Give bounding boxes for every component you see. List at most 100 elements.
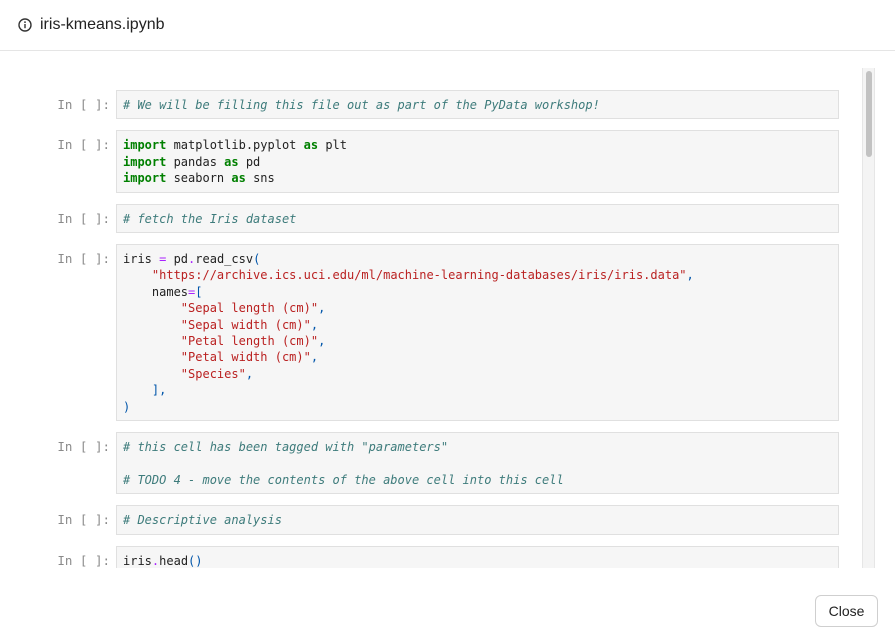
code-line: iris = pd.read_csv( [123,251,832,267]
code-token: , [686,268,694,283]
code-line: "Petal width (cm)", [123,349,832,365]
code-line: # this cell has been tagged with "parame… [123,439,832,455]
code-token: as [231,171,246,186]
dialog-header: iris-kmeans.ipynb [0,0,895,51]
code-token: [ [195,284,203,299]
code-token: sns [245,171,275,186]
cell-prompt: In [ ]: [57,552,110,568]
cell-prompt: In [ ]: [57,137,110,153]
close-button[interactable]: Close [815,595,878,627]
code-line: "Sepal width (cm)", [123,317,832,333]
vertical-scrollbar[interactable] [862,68,875,568]
code-token [123,268,152,282]
code-token: . [151,553,160,568]
code-token: , [318,334,326,349]
code-token: # TODO 4 - move the contents of the abov… [123,472,564,487]
code-editor[interactable]: # this cell has been tagged with "parame… [116,432,839,495]
code-token: # this cell has been tagged with "parame… [123,440,449,455]
code-line: import seaborn as sns [123,170,832,186]
code-line: "Sepal length (cm)", [123,300,832,316]
code-token: "Petal width (cm)" [180,350,311,365]
cell-prompt: In [ ]: [57,439,110,455]
code-token: "Sepal width (cm)" [180,317,311,332]
code-token: # Descriptive analysis [123,513,282,528]
notebook-title: iris-kmeans.ipynb [40,16,165,33]
code-line: # TODO 4 - move the contents of the abov… [123,472,832,488]
code-line: ​ [123,456,832,472]
code-token: "Sepal length (cm)" [180,301,319,316]
code-token: ) [123,399,131,414]
code-token: matplotlib.pyplot [166,138,304,153]
code-token [123,350,181,364]
code-token: import [123,171,167,186]
info-icon [18,18,32,32]
notebook-cell[interactable]: In [ ]: # Descriptive analysis [0,505,860,535]
code-token: , [245,366,254,381]
code-token: , [310,317,319,332]
code-token: "https://archive.ics.uci.edu/ml/machine-… [151,268,687,283]
notebook-viewer[interactable]: In [ ]: # We will be filling this file ou… [0,51,895,568]
code-token: seaborn [166,171,232,186]
code-token: . [188,252,196,267]
cell-prompt: In [ ]: [57,210,110,226]
code-token: = [188,284,196,299]
code-token [123,383,152,397]
code-editor[interactable]: # Descriptive analysis [116,505,839,535]
code-line: "Species", [123,366,832,382]
code-editor[interactable]: iris = pd.read_csv( "https://archive.ics… [116,244,839,422]
code-editor[interactable]: # fetch the Iris dataset [116,203,839,234]
notebook-cell[interactable]: In [ ]: # fetch the Iris dataset [0,203,860,234]
code-token: ( [253,252,261,267]
code-token [123,301,181,315]
code-token: plt [318,138,347,153]
code-token: read_csv [195,252,254,267]
code-token: iris [123,252,160,267]
code-line: # Descriptive analysis [123,512,832,528]
notebook-cell[interactable]: In [ ]: iris = pd.read_csv( "https://arch… [0,244,860,422]
code-token: # fetch the Iris dataset [123,211,297,226]
code-line: import pandas as pd [123,154,832,170]
notebook-cell[interactable]: In [ ]: # We will be filling this file ou… [0,90,860,120]
code-token: as [303,138,319,153]
code-token: as [224,154,239,169]
notebook-cell[interactable]: In [ ]: # this cell has been tagged with … [0,432,860,495]
code-token: , [310,350,319,365]
code-line: "https://archive.ics.uci.edu/ml/machine-… [123,267,832,283]
code-token: pd [166,252,189,267]
code-token [123,367,181,381]
code-token: import [123,138,167,153]
code-line: import matplotlib.pyplot as plt [123,137,832,153]
code-token: import [123,154,167,169]
code-line: "Petal length (cm)", [123,333,832,349]
scrollbar-thumb[interactable] [866,71,872,157]
code-token: # We will be filling this file out as pa… [123,98,600,112]
cell-prompt: In [ ]: [57,512,110,528]
code-line: ], [123,382,832,398]
code-token: iris [123,553,152,568]
notebook-cell[interactable]: In [ ]: iris.head() [0,545,860,568]
cell-prompt: In [ ]: [57,251,110,267]
code-token: () [188,553,203,568]
code-editor[interactable]: # We will be filling this file out as pa… [116,90,839,120]
code-token: = [159,252,167,267]
code-token: "Petal length (cm)" [180,334,319,349]
cell-list: In [ ]: # We will be filling this file ou… [0,90,860,568]
code-token: "Species" [180,366,246,381]
code-line: names=[ [123,284,832,300]
code-token: pandas [166,154,225,169]
code-editor[interactable]: iris.head() [116,545,839,568]
code-token: , [318,301,326,316]
code-token: pd [238,154,261,169]
cell-prompt: In [ ]: [57,97,110,112]
code-line: # We will be filling this file out as pa… [123,97,832,113]
code-token [123,334,181,348]
code-line: # fetch the Iris dataset [123,211,832,227]
code-token [123,318,181,332]
code-token: head [159,553,189,568]
code-token: names [123,284,189,299]
code-line: iris.head() [123,553,832,568]
code-line: ) [123,399,832,415]
code-token: ], [151,383,167,398]
